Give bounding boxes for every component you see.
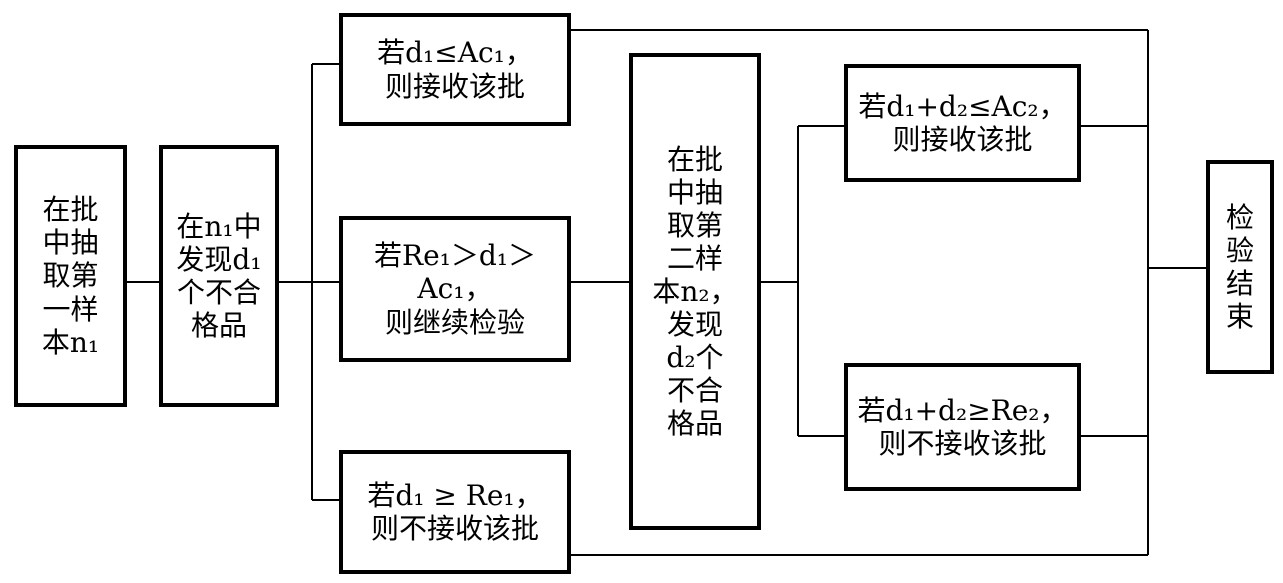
box-accept-1-text: 若d₁≤Ac₁， 则接收该批 (377, 36, 533, 103)
box-accept-1: 若d₁≤Ac₁， 则接收该批 (339, 13, 571, 126)
box-end-text: 检 验 结 束 (1225, 200, 1254, 334)
box-accept-2-text: 若d₁+d₂≤Ac₂， 则接收该批 (858, 89, 1067, 156)
box-reject-2: 若d₁+d₂≥Re₂， 则不接收该批 (844, 363, 1081, 491)
box-accept-2: 若d₁+d₂≤Ac₂， 则接收该批 (844, 64, 1081, 182)
box-sample-2: 在批 中抽 取第 二样 本n₂， 发现 d₂个 不合 格品 (629, 53, 761, 530)
box-end: 检 验 结 束 (1206, 160, 1274, 374)
box-continue-text: 若Re₁＞d₁＞Ac₁， 则继续检验 (373, 239, 537, 339)
box-reject-1-text: 若d₁ ≥ Re₁， 则不接收该批 (367, 478, 543, 545)
box-sample-2-text: 在批 中抽 取第 二样 本n₂， 发现 d₂个 不合 格品 (652, 142, 738, 441)
box-sample-1: 在批 中抽 取第 一样 本n₁ (14, 145, 127, 407)
box-reject-2-text: 若d₁+d₂≥Re₂， 则不接收该批 (857, 393, 1068, 460)
box-continue: 若Re₁＞d₁＞Ac₁， 则继续检验 (339, 216, 571, 362)
box-reject-1: 若d₁ ≥ Re₁， 则不接收该批 (339, 450, 571, 574)
box-find-defects-1: 在n₁中 发现d₁ 个不合 格品 (159, 145, 279, 407)
box-find-defects-1-text: 在n₁中 发现d₁ 个不合 格品 (176, 209, 262, 343)
box-sample-1-text: 在批 中抽 取第 一样 本n₁ (41, 193, 100, 359)
